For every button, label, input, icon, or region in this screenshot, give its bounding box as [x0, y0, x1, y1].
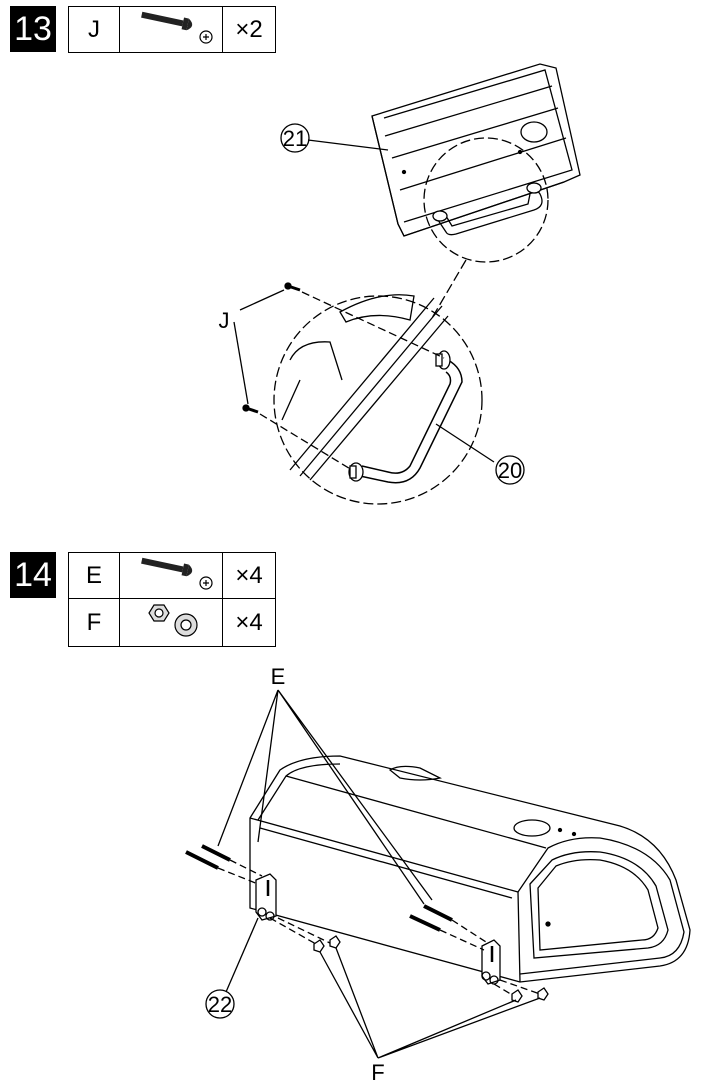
callout-f: F	[371, 1060, 384, 1085]
bracket-right	[482, 940, 500, 984]
callout-22: 22	[208, 992, 232, 1017]
callout-e: E	[271, 664, 286, 689]
leader-22	[226, 918, 258, 992]
bracket-left	[256, 874, 276, 920]
